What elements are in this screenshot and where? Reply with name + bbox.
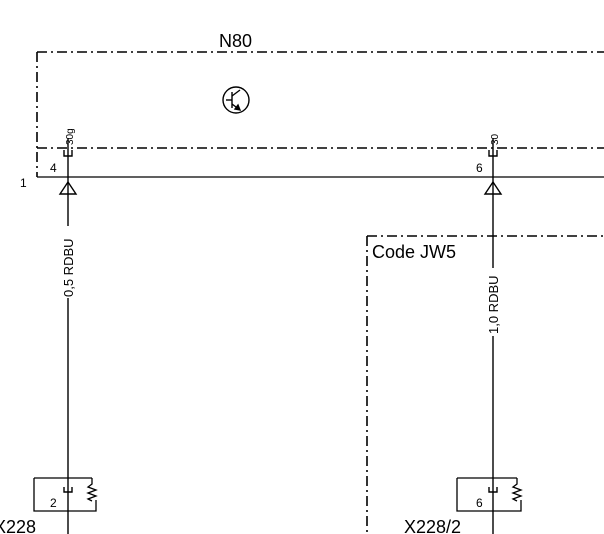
terminal-arrow-icon [58,180,78,195]
component-boundary-n80 [36,51,604,177]
wire-spec-right: 1,0 RDBU [486,275,501,334]
connector-pin-left: 2 [50,496,57,510]
connector-left [33,477,98,512]
wire-spec-left: 0,5 RDBU [61,238,76,297]
connector-name-right: X228/2 [404,517,461,534]
option-box-boundary [366,235,604,534]
pin-terminal-label-left: 30g [65,128,76,145]
pin-number-left: 4 [50,161,57,175]
transistor-icon [222,86,250,114]
bus-label: 1 [20,176,27,190]
terminal-arrow-icon [483,180,503,195]
connector-pin-right: 6 [476,496,483,510]
pin-left: 30g 4 [50,128,78,534]
spring-contact-icon [86,478,98,502]
pin-terminal-label-right: 30 [490,133,501,145]
component-title: N80 [219,31,252,51]
connector-right [456,477,523,512]
option-box-label: Code JW5 [372,242,456,262]
connector-name-left: X228 [0,517,36,534]
spring-contact-icon [511,478,523,502]
pin-number-right: 6 [476,161,483,175]
